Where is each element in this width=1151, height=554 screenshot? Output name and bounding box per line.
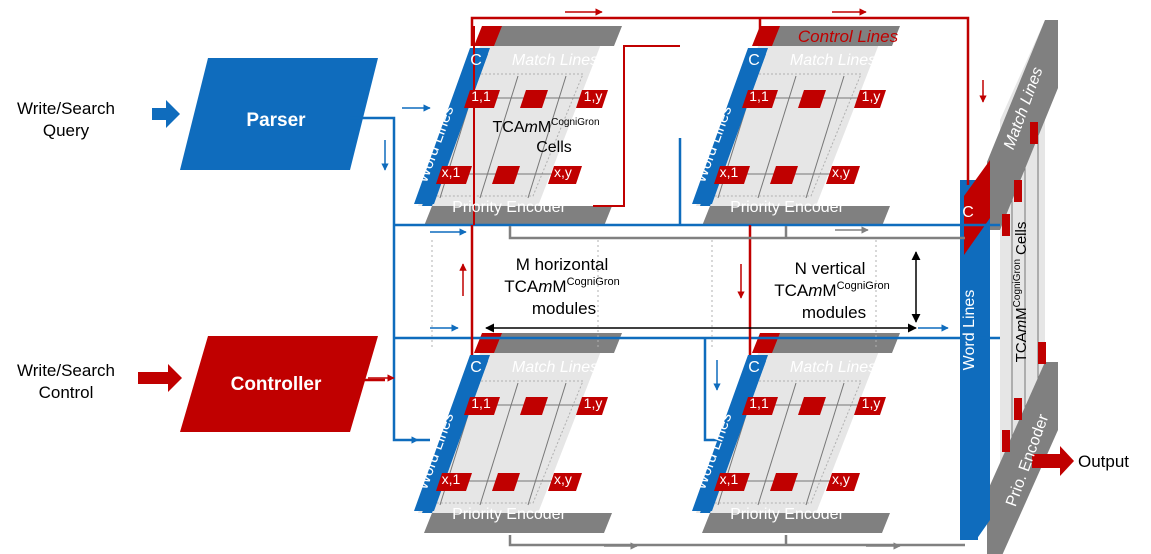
vertical-word-lines-label: Word Lines xyxy=(961,290,978,371)
cell-x-y: x,y xyxy=(554,471,572,487)
match-lines-label: Match Lines xyxy=(790,359,876,376)
control-arrow xyxy=(138,364,182,392)
cell-1-1: 1,1 xyxy=(471,88,491,104)
cell-1-1: 1,1 xyxy=(749,88,769,104)
cell-x-y: x,y xyxy=(832,471,850,487)
cell-x-y: x,y xyxy=(832,164,850,180)
vertical-c-label: C xyxy=(962,204,974,221)
parser-label: Parser xyxy=(246,110,306,131)
cell-x-1: x,1 xyxy=(442,471,461,487)
query-label-2: Query xyxy=(43,121,90,140)
controller-block xyxy=(180,336,378,432)
output-label: Output xyxy=(1078,452,1129,471)
cell-1-y: 1,y xyxy=(862,88,881,104)
cell-1-y: 1,y xyxy=(584,395,603,411)
query-arrow xyxy=(152,100,180,128)
m-horizontal-tcam: TCAmMCogniGron xyxy=(504,276,620,296)
match-lines-label: Match Lines xyxy=(790,52,876,69)
cell-x-1: x,1 xyxy=(720,471,739,487)
output-arrow xyxy=(1032,446,1074,476)
vertical-module-cells-title: TCAmMCogniGronCells xyxy=(1012,222,1030,363)
m-horizontal-label: M horizontal xyxy=(516,255,609,274)
priority-encoder-label: Priority Encoder xyxy=(452,506,566,523)
module-cells-label: Cells xyxy=(536,139,572,156)
c-tab-label: C xyxy=(748,52,760,69)
priority-encoder-label: Priority Encoder xyxy=(730,199,844,216)
c-tab-label: C xyxy=(470,52,482,69)
match-lines-label: Match Lines xyxy=(512,359,598,376)
m-horizontal-modules: modules xyxy=(532,299,596,318)
cell-x-1: x,1 xyxy=(442,164,461,180)
cell-x-1: x,1 xyxy=(720,164,739,180)
query-label-1: Write/Search xyxy=(17,99,115,118)
c-tab-label: C xyxy=(748,359,760,376)
cell-1-1: 1,1 xyxy=(749,395,769,411)
n-vertical-label: N vertical xyxy=(795,259,866,278)
match-lines-label: Match Lines xyxy=(512,52,598,69)
cell-1-y: 1,y xyxy=(584,88,603,104)
n-vertical-modules: modules xyxy=(802,303,866,322)
module-cells-title: TCAmMCogniGron xyxy=(492,117,599,136)
cell-x-y: x,y xyxy=(554,164,572,180)
control-label-2: Control xyxy=(39,383,94,402)
priority-encoder-label: Priority Encoder xyxy=(730,506,844,523)
parser-block xyxy=(180,58,378,170)
c-tab-label: C xyxy=(470,359,482,376)
controller-label: Controller xyxy=(231,374,322,395)
priority-encoder-label: Priority Encoder xyxy=(452,199,566,216)
vertical-module xyxy=(960,20,1058,554)
cell-1-1: 1,1 xyxy=(471,395,491,411)
cell-1-y: 1,y xyxy=(862,395,881,411)
n-vertical-tcam: TCAmMCogniGron xyxy=(774,280,890,300)
control-lines-label: Control Lines xyxy=(798,27,899,46)
control-label-1: Write/Search xyxy=(17,361,115,380)
